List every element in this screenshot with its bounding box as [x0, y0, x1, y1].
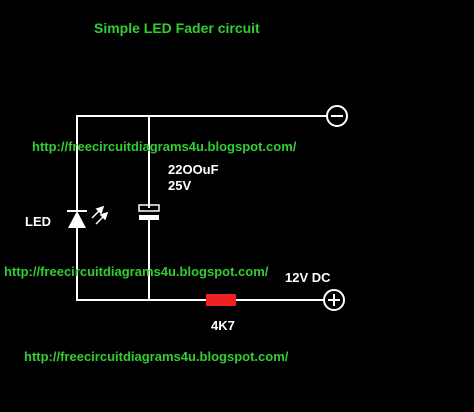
resistor-value-label: 4K7	[211, 318, 235, 333]
capacitor-plate-bottom	[139, 215, 159, 220]
plus-terminal-icon	[323, 289, 345, 311]
capacitor-value-label: 22OOuF	[168, 162, 219, 177]
diagram-title: Simple LED Fader circuit	[94, 20, 260, 36]
watermark-url-top: http://freecircuitdiagrams4u.blogspot.co…	[32, 139, 297, 154]
supply-voltage-label: 12V DC	[285, 270, 331, 285]
capacitor-icon	[138, 204, 160, 220]
led-triangle	[68, 211, 86, 228]
led-diode-icon	[67, 205, 109, 228]
led-label: LED	[25, 214, 51, 229]
watermark-url-middle: http://freecircuitdiagrams4u.blogspot.co…	[4, 264, 269, 279]
minus-terminal-icon	[326, 105, 348, 127]
watermark-url-bottom: http://freecircuitdiagrams4u.blogspot.co…	[24, 349, 289, 364]
wires	[76, 115, 328, 301]
capacitor-plate-top	[138, 204, 160, 212]
resistor-icon	[206, 294, 236, 306]
led-light-arrows	[91, 205, 109, 225]
capacitor-voltage-label: 25V	[168, 178, 192, 193]
